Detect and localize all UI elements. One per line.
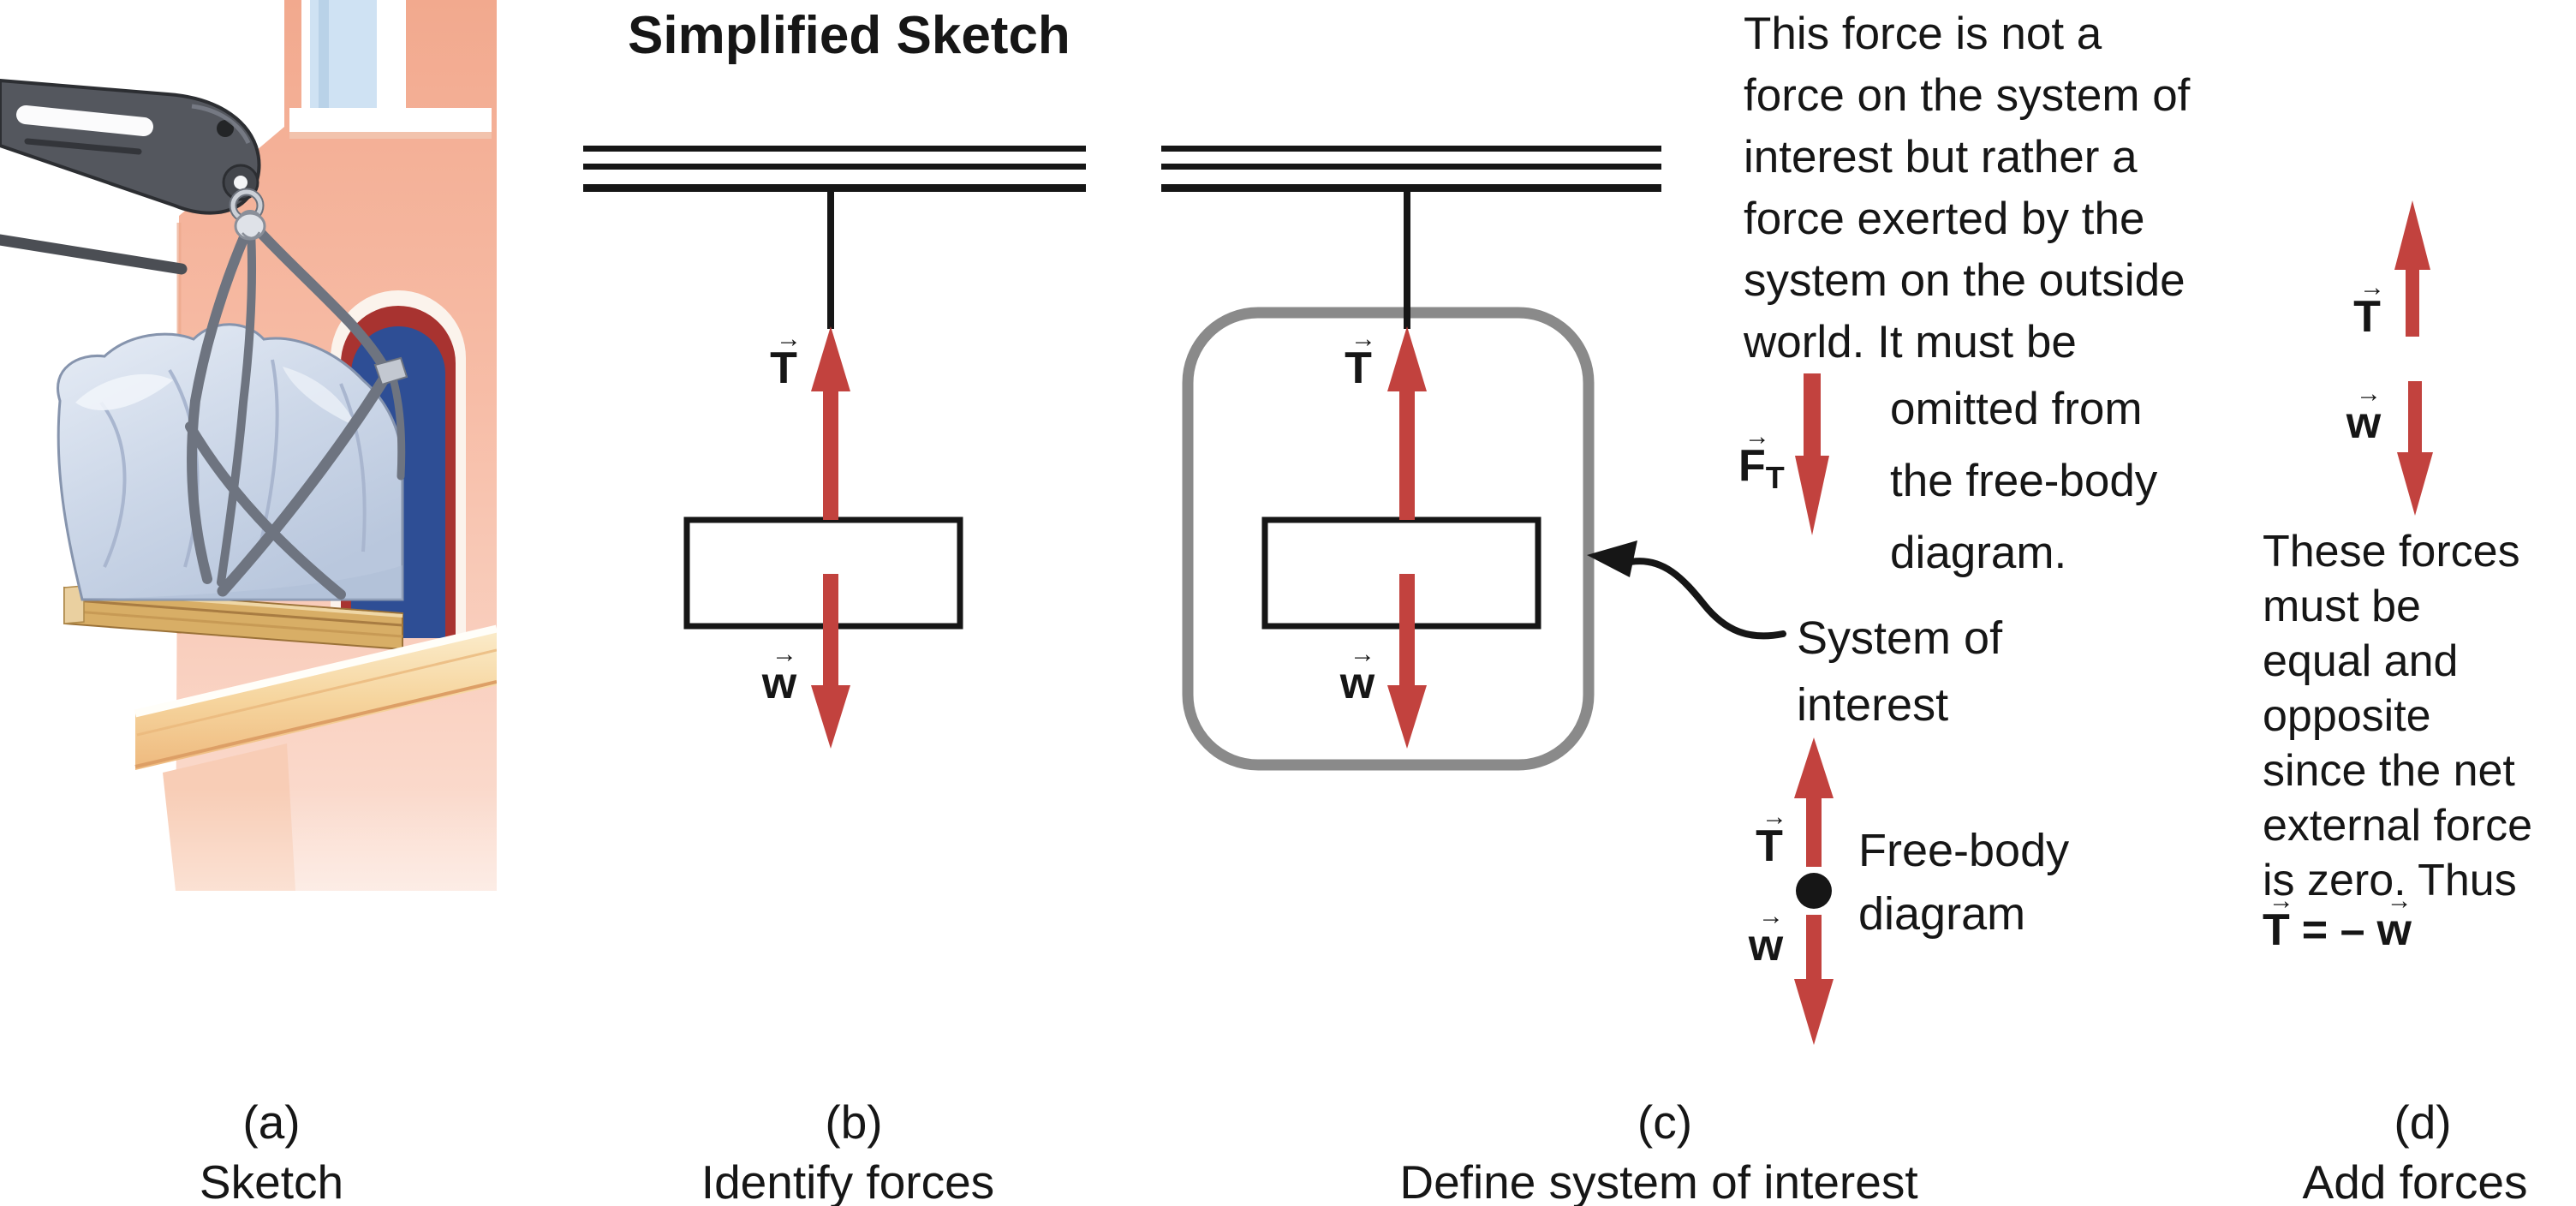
weight-arrow-down [1387,574,1427,749]
tension-arrow-up [811,326,850,520]
system-boundary [1182,307,1595,771]
note-line: since the net [2263,746,2515,796]
d-tension-label: → T [2353,273,2385,342]
caption-a-text: Sketch [199,1155,344,1206]
note-line: opposite [2263,691,2431,741]
b-tension-label: → T [770,325,802,393]
fbd-weight-arrow-down [1794,915,1834,1045]
external-force-note: This force is not a force on the system … [1744,3,2190,373]
sketch-illustration [0,0,497,1088]
d-tension-arrow-up [2394,200,2430,337]
free-body-diagram [1794,737,1834,1045]
caption-b-id: (b) [825,1096,883,1149]
label-line: diagram [1858,888,2026,940]
ceiling-line [1161,146,1661,152]
note-line: world. It must be [1744,317,2077,367]
note-line: is zero. Thus [2263,856,2517,905]
external-force-arrow-down [1795,373,1829,535]
c-tension-label: → T [1345,325,1376,393]
note-line: must be [2263,582,2421,631]
note-line: This force is not a [1744,9,2102,59]
free-body-diagram-label: Free-body diagram [1858,819,2069,946]
fbd-tension-arrow-up [1794,737,1834,867]
note-line: These forces [2263,527,2520,576]
equation: → T = – → w [2263,887,2412,955]
vector-arrow-icon: → [1757,902,1784,930]
caption-d-id: (d) [2394,1096,2452,1149]
b-weight-label: → w [761,640,797,708]
figure-title: Simplified Sketch [628,6,1070,65]
note-line: the free-body [1890,456,2158,506]
panel-c-diagram [1161,146,1786,771]
system-pointer-arrow [1627,558,1786,640]
string [827,192,834,329]
note-line: force on the system of [1744,70,2191,121]
d-weight-arrow-down [2397,381,2433,516]
weight-arrow-down [811,574,850,749]
lifting-straps [185,223,408,600]
c-weight-label: → w [1339,640,1375,708]
panel-b-diagram [583,146,1086,749]
equation-weight-vector: → w [2376,887,2412,955]
tension-arrow-up [1387,326,1427,520]
point-mass-dot [1796,873,1832,909]
label-line: interest [1797,679,1949,731]
note-line: system on the outside [1744,255,2185,306]
caption-a-id: (a) [242,1096,301,1149]
note-line: force exerted by the [1744,194,2145,244]
equation-tension-vector: → T [2263,887,2294,955]
ceiling-line [583,146,1086,152]
ceiling-line [583,164,1086,170]
crane-hook [0,78,266,275]
vector-arrow-icon: → [2358,273,2385,302]
d-weight-label: → w [2346,379,2382,448]
vector-arrow-icon: → [1350,325,1376,353]
panel-d-arrows [2394,200,2433,516]
label-line: System of [1797,612,2003,664]
note-line: omitted from [1890,384,2143,434]
external-force-note-continued: omitted from the free-body diagram. [1890,373,2157,589]
external-force-label: → F T [1738,422,1785,495]
note-line: equal and [2263,636,2459,686]
note-line: interest but rather a [1744,132,2138,182]
upper-window [289,0,492,139]
vector-arrow-icon: → [1349,640,1375,668]
fbd-weight-label: → w [1748,902,1784,970]
vector-arrow-icon: → [1761,803,1787,831]
note-line: diagram. [1890,528,2067,578]
system-of-interest-label: System of interest [1797,605,2002,738]
caption-c-text: Define system of interest [1399,1155,1918,1206]
label-line: Free-body [1858,825,2070,876]
external-force-subscript: T [1765,460,1785,495]
vector-arrow-icon: → [2268,887,2294,915]
vector-arrow-icon: → [775,325,802,353]
caption-d-text: Add forces [2302,1155,2528,1206]
vector-arrow-icon: → [1744,422,1770,451]
fbd-tension-label: → T [1756,803,1787,871]
string [1404,192,1410,329]
caption-b-text: Identify forces [701,1155,995,1206]
caption-c-id: (c) [1637,1096,1693,1149]
ceiling-line [1161,184,1661,192]
note-line: external force [2263,801,2533,851]
ceiling-line [583,184,1086,192]
ceiling-line [1161,164,1661,170]
vector-arrow-icon: → [2355,379,2382,408]
system-pointer-arrowhead [1587,540,1637,577]
equal-opposite-note: These forces must be equal and opposite … [2263,524,2532,908]
vector-arrow-icon: → [2386,887,2412,915]
fade-overlay [0,788,497,1088]
equation-operator: = – [2301,905,2365,955]
external-force-vector: → F [1738,422,1770,491]
vector-arrow-icon: → [771,640,797,668]
